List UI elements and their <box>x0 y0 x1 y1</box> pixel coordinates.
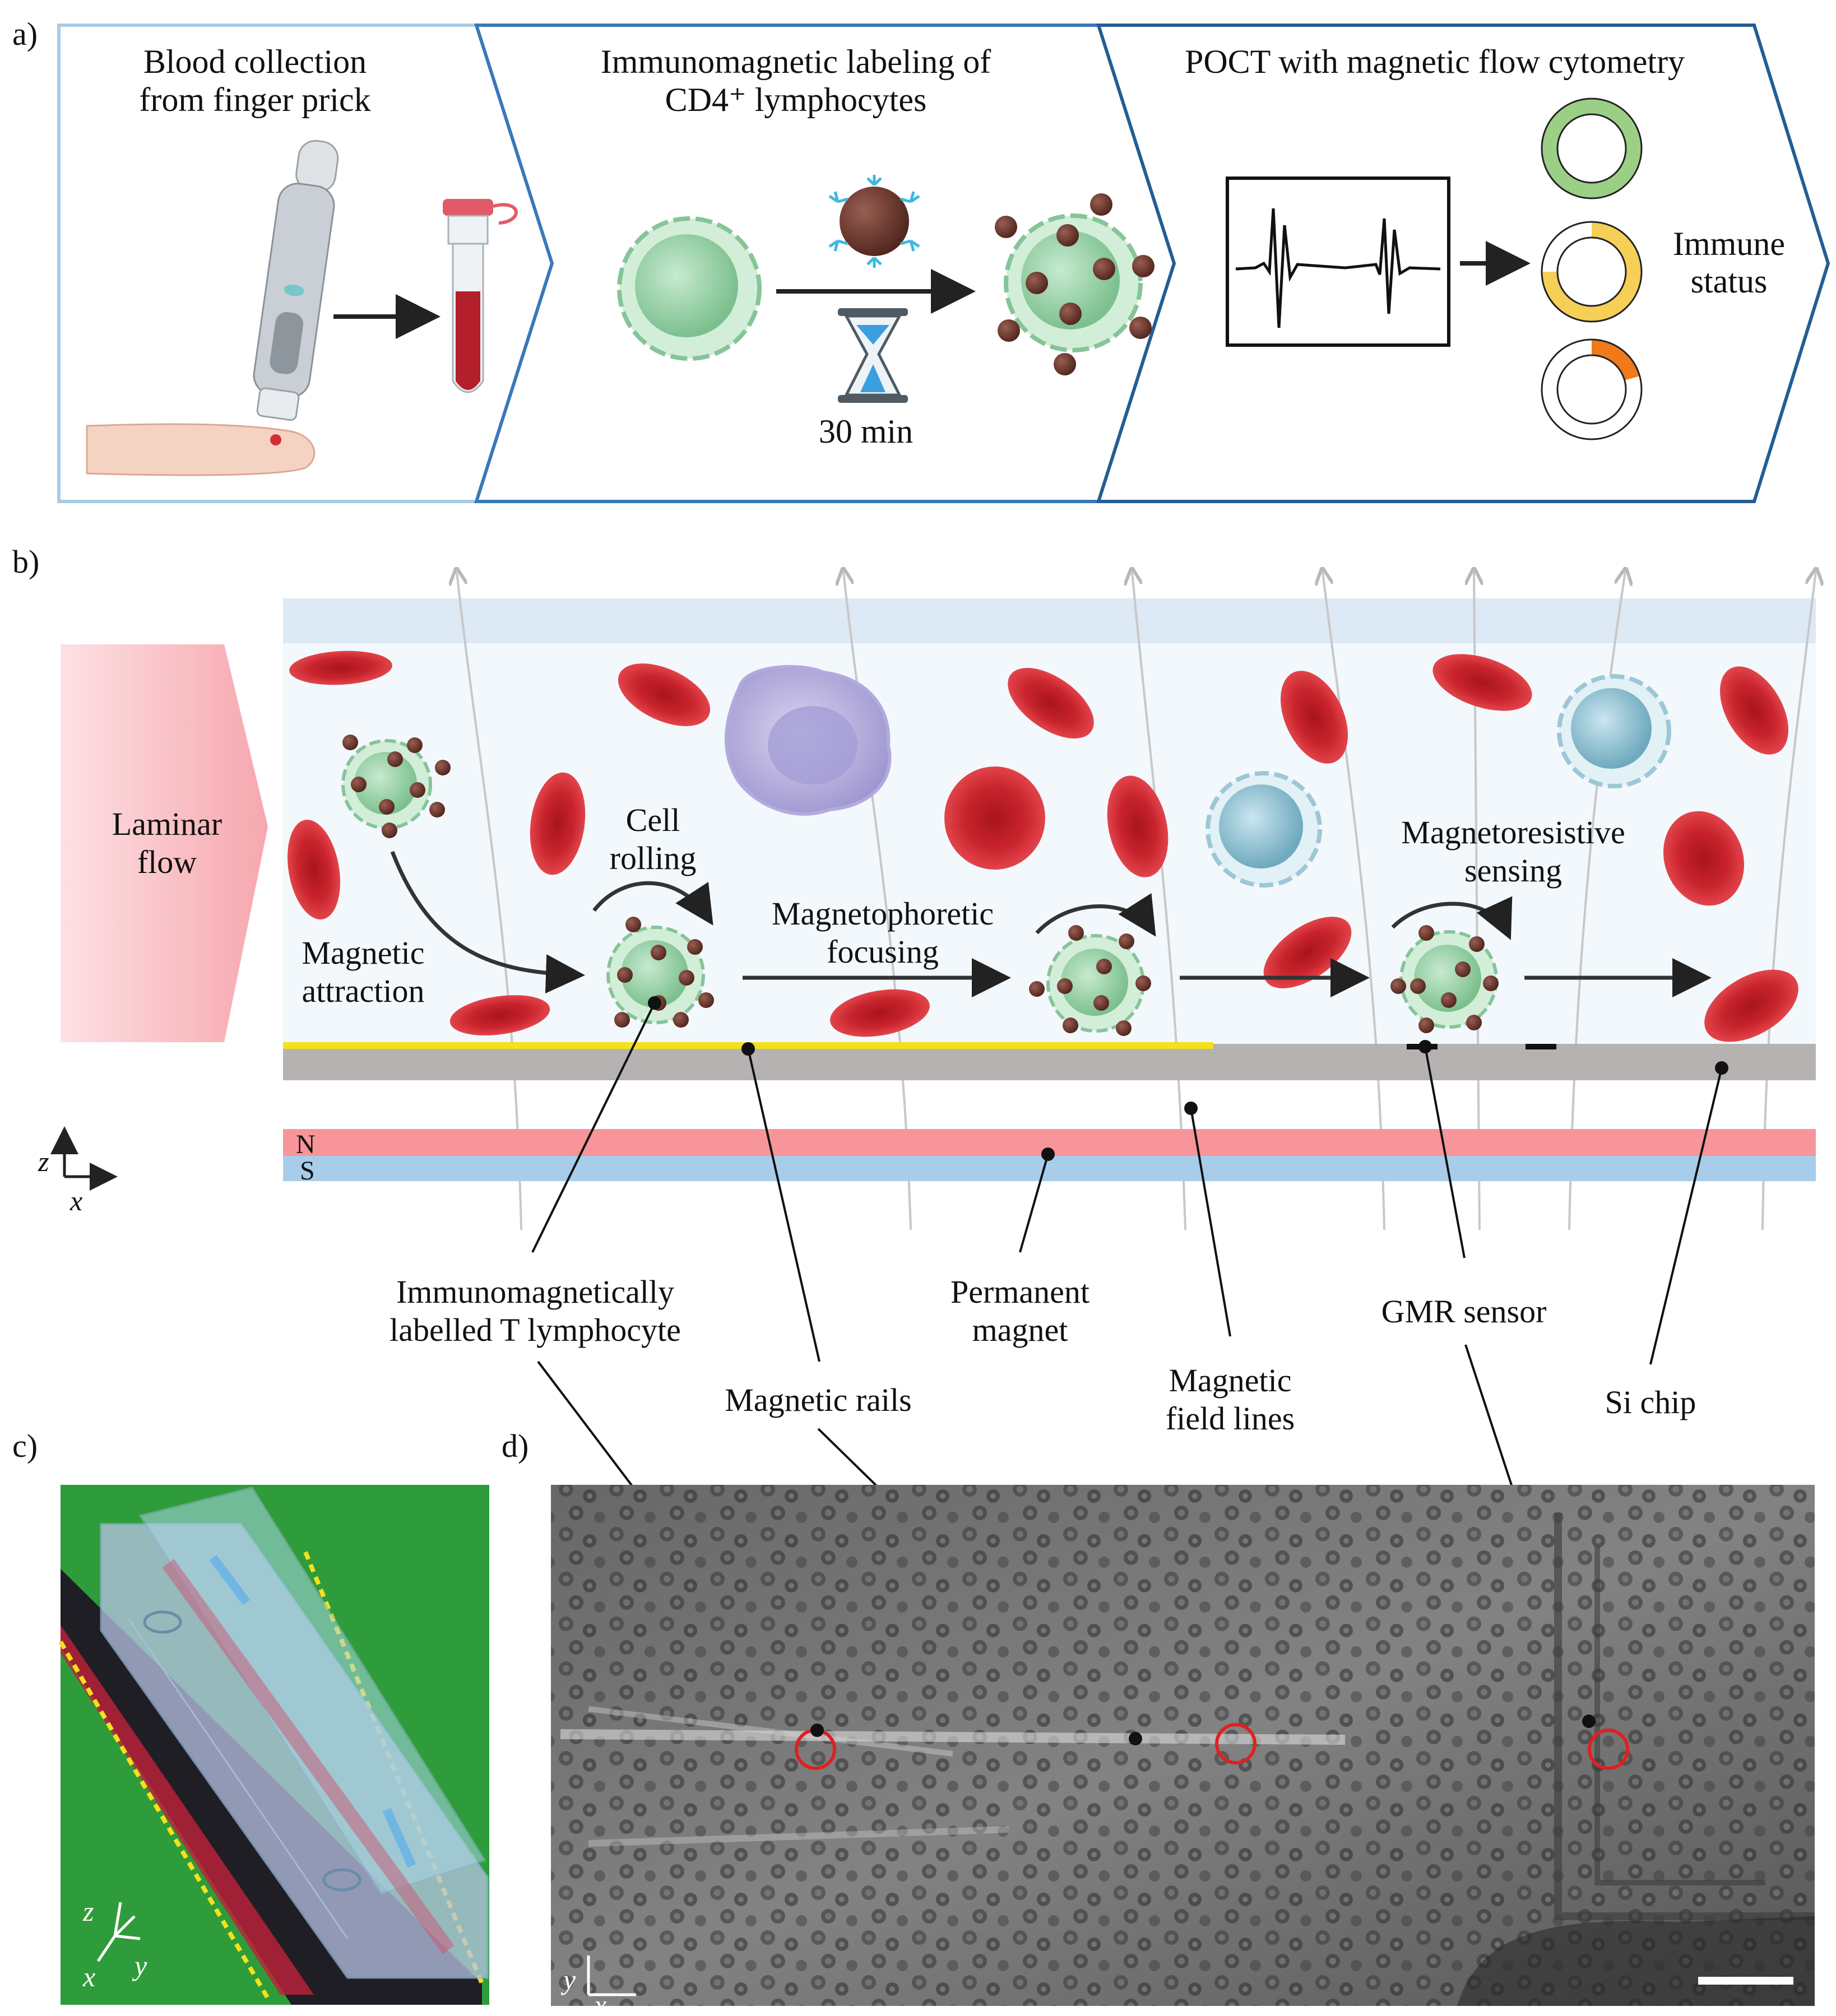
signal-trace-box <box>1226 176 1450 347</box>
immune-status-2: status <box>1691 263 1768 300</box>
pole-n: N <box>296 1130 316 1159</box>
step2-title-1: Immunomagnetic labeling of <box>601 43 991 80</box>
lancet-icon <box>253 140 339 421</box>
magnetoresistive-sensing-2: sensing <box>1464 852 1562 889</box>
panel-a-letter: a) <box>12 16 38 52</box>
immune-status-1: Immune <box>1673 225 1785 262</box>
chip-3d-render <box>58 1487 489 2005</box>
red-blood-cells <box>288 651 1798 1042</box>
c-axis-z: z <box>82 1896 94 1927</box>
axis-zxy-c <box>96 1902 141 1962</box>
callout-chip: Si chip <box>1605 1384 1696 1420</box>
callout-magnet-1: Permanent <box>951 1274 1089 1310</box>
gmr-sensor-right <box>1526 1044 1556 1049</box>
callout-field-2: field lines <box>1166 1400 1295 1437</box>
magnetophoretic-focusing-1: Magnetophoretic <box>772 895 994 932</box>
axis-yx-d <box>587 1955 636 1996</box>
step3-title: POCT with magnetic flow cytometry <box>1185 43 1685 80</box>
panel-b-letter: b) <box>12 544 39 580</box>
microscopy-image <box>551 1485 1815 2006</box>
step2-title-2: CD4⁺ lymphocytes <box>665 81 927 118</box>
step1-title-2: from finger prick <box>139 81 370 118</box>
callout-lymphocyte-1: Immunomagnetically <box>396 1274 674 1310</box>
lymphocyte-labelled <box>995 193 1155 375</box>
callout-rails: Magnetic rails <box>725 1382 911 1418</box>
white-blood-cell-2 <box>1557 674 1671 788</box>
blood-drop <box>270 434 281 445</box>
blood-tube-icon <box>443 199 518 393</box>
cell-rolling-2: rolling <box>610 840 697 876</box>
magnetic-attraction-1: Magnetic <box>302 935 424 971</box>
incubation-time: 30 min <box>819 413 913 450</box>
signal-trace <box>1235 208 1441 328</box>
axis-z-label: z <box>38 1146 49 1177</box>
d-axis-x: x <box>594 1989 606 2016</box>
callout-magnet-2: magnet <box>972 1312 1068 1348</box>
finger-illustration <box>86 423 316 476</box>
laminar-flow-arrow <box>61 644 268 1042</box>
si-chip <box>283 1044 1816 1080</box>
laminar-flow-1: Laminar <box>112 806 222 842</box>
channel-top-wall <box>283 598 1816 643</box>
monocyte <box>724 665 892 816</box>
hourglass-icon <box>838 308 908 403</box>
d-axis-y: y <box>560 1964 576 1995</box>
callout-gmr: GMR sensor <box>1381 1293 1547 1330</box>
magnetophoretic-focusing-2: focusing <box>827 933 939 970</box>
labelled-lymphocyte-4 <box>1390 925 1499 1033</box>
callout-dots <box>648 996 1728 1161</box>
donut-orange <box>1541 338 1643 440</box>
panel-c-letter: c) <box>12 1428 38 1464</box>
magnetic-bead-icon <box>828 175 920 268</box>
donut-green <box>1541 97 1643 199</box>
panel-d-letter: d) <box>502 1428 528 1464</box>
callout-field-1: Magnetic <box>1169 1362 1291 1399</box>
laminar-flow-2: flow <box>137 844 197 880</box>
c-axis-y: y <box>132 1950 147 1981</box>
panel-d-dots <box>810 1715 1596 1745</box>
c-axis-x: x <box>82 1961 95 1992</box>
callout-lymphocyte-2: labelled T lymphocyte <box>390 1312 681 1348</box>
donut-yellow <box>1541 221 1643 323</box>
pole-s: S <box>300 1156 315 1186</box>
cell-path-arrows <box>390 851 1712 997</box>
step1-title-1: Blood collection <box>143 43 367 80</box>
labelled-lymphocyte-3 <box>1029 925 1151 1036</box>
white-blood-cell-1 <box>1206 771 1322 888</box>
lymphocyte-unlabelled <box>617 216 762 361</box>
scale-bar <box>1698 1977 1793 1985</box>
magnetoresistive-sensing-1: Magnetoresistive <box>1401 814 1625 851</box>
axis-zx <box>50 1126 118 1191</box>
axis-x-label: x <box>69 1185 82 1216</box>
cell-rolling-1: Cell <box>626 802 680 838</box>
magnetic-attraction-2: attraction <box>302 973 424 1009</box>
labelled-lymphocyte-1 <box>341 735 451 838</box>
